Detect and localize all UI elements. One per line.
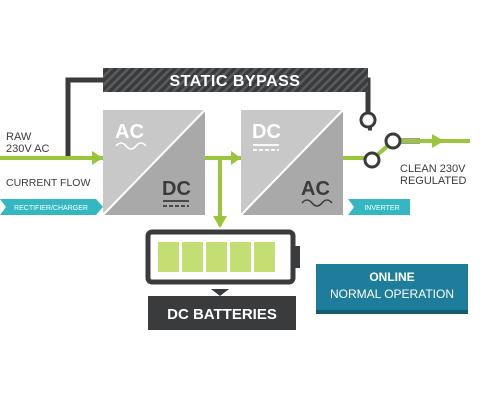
static-bypass-banner xyxy=(103,68,368,92)
inverter-tag-label: INVERTER xyxy=(364,205,399,212)
dc-batteries-box xyxy=(148,296,296,330)
battery-cell xyxy=(158,242,179,272)
dc-batteries-label: DC BATTERIES xyxy=(167,306,277,323)
rectifier-ac-label: AC xyxy=(115,121,144,143)
battery-terminal xyxy=(293,246,300,268)
inverter-dc-label: DC xyxy=(252,121,281,143)
battery-cell xyxy=(206,242,227,272)
bypass-contact-circle xyxy=(359,111,377,129)
inverter-ac-label: AC xyxy=(301,178,330,200)
ac-wave-icon xyxy=(115,142,147,150)
ac-wave-icon-2 xyxy=(301,199,333,207)
battery-cell xyxy=(254,242,275,272)
output-flow-arrow xyxy=(432,134,444,148)
rectifier-tag-label: RECTIFIER/CHARGER xyxy=(14,205,88,212)
battery-cell xyxy=(230,242,251,272)
raw-input-label-1: RAW xyxy=(6,131,32,143)
input-flow-arrow xyxy=(92,151,103,165)
online-status-title: ONLINE xyxy=(369,270,414,284)
online-status-subtitle: NORMAL OPERATION xyxy=(330,287,454,301)
rectifier-dc-label: DC xyxy=(162,178,191,200)
online-status-shadow xyxy=(316,310,468,314)
rectifier-tag-shape xyxy=(0,199,103,215)
battery-icon xyxy=(145,229,300,285)
battery-cell xyxy=(182,242,203,272)
battery-cells xyxy=(158,242,275,272)
clean-output-label-2: REGULATED xyxy=(400,175,466,187)
inverter-contact-circle xyxy=(363,151,381,169)
inverter-tag-shape xyxy=(348,199,410,215)
static-bypass-label: STATIC BYPASS xyxy=(170,73,301,90)
raw-input-label-2: 230V AC xyxy=(6,143,49,155)
dc-bus-arrow xyxy=(231,151,241,165)
battery-feed-arrow xyxy=(213,216,227,228)
clean-output-label-1: CLEAN 230V xyxy=(400,163,466,175)
current-flow-label: CURRENT FLOW xyxy=(6,177,90,189)
online-status-box xyxy=(316,264,468,310)
battery-pointer xyxy=(211,289,229,296)
switch-pivot-circle xyxy=(384,132,402,150)
inverter-block: DC AC xyxy=(240,109,344,216)
rectifier-block: AC DC xyxy=(102,109,206,216)
